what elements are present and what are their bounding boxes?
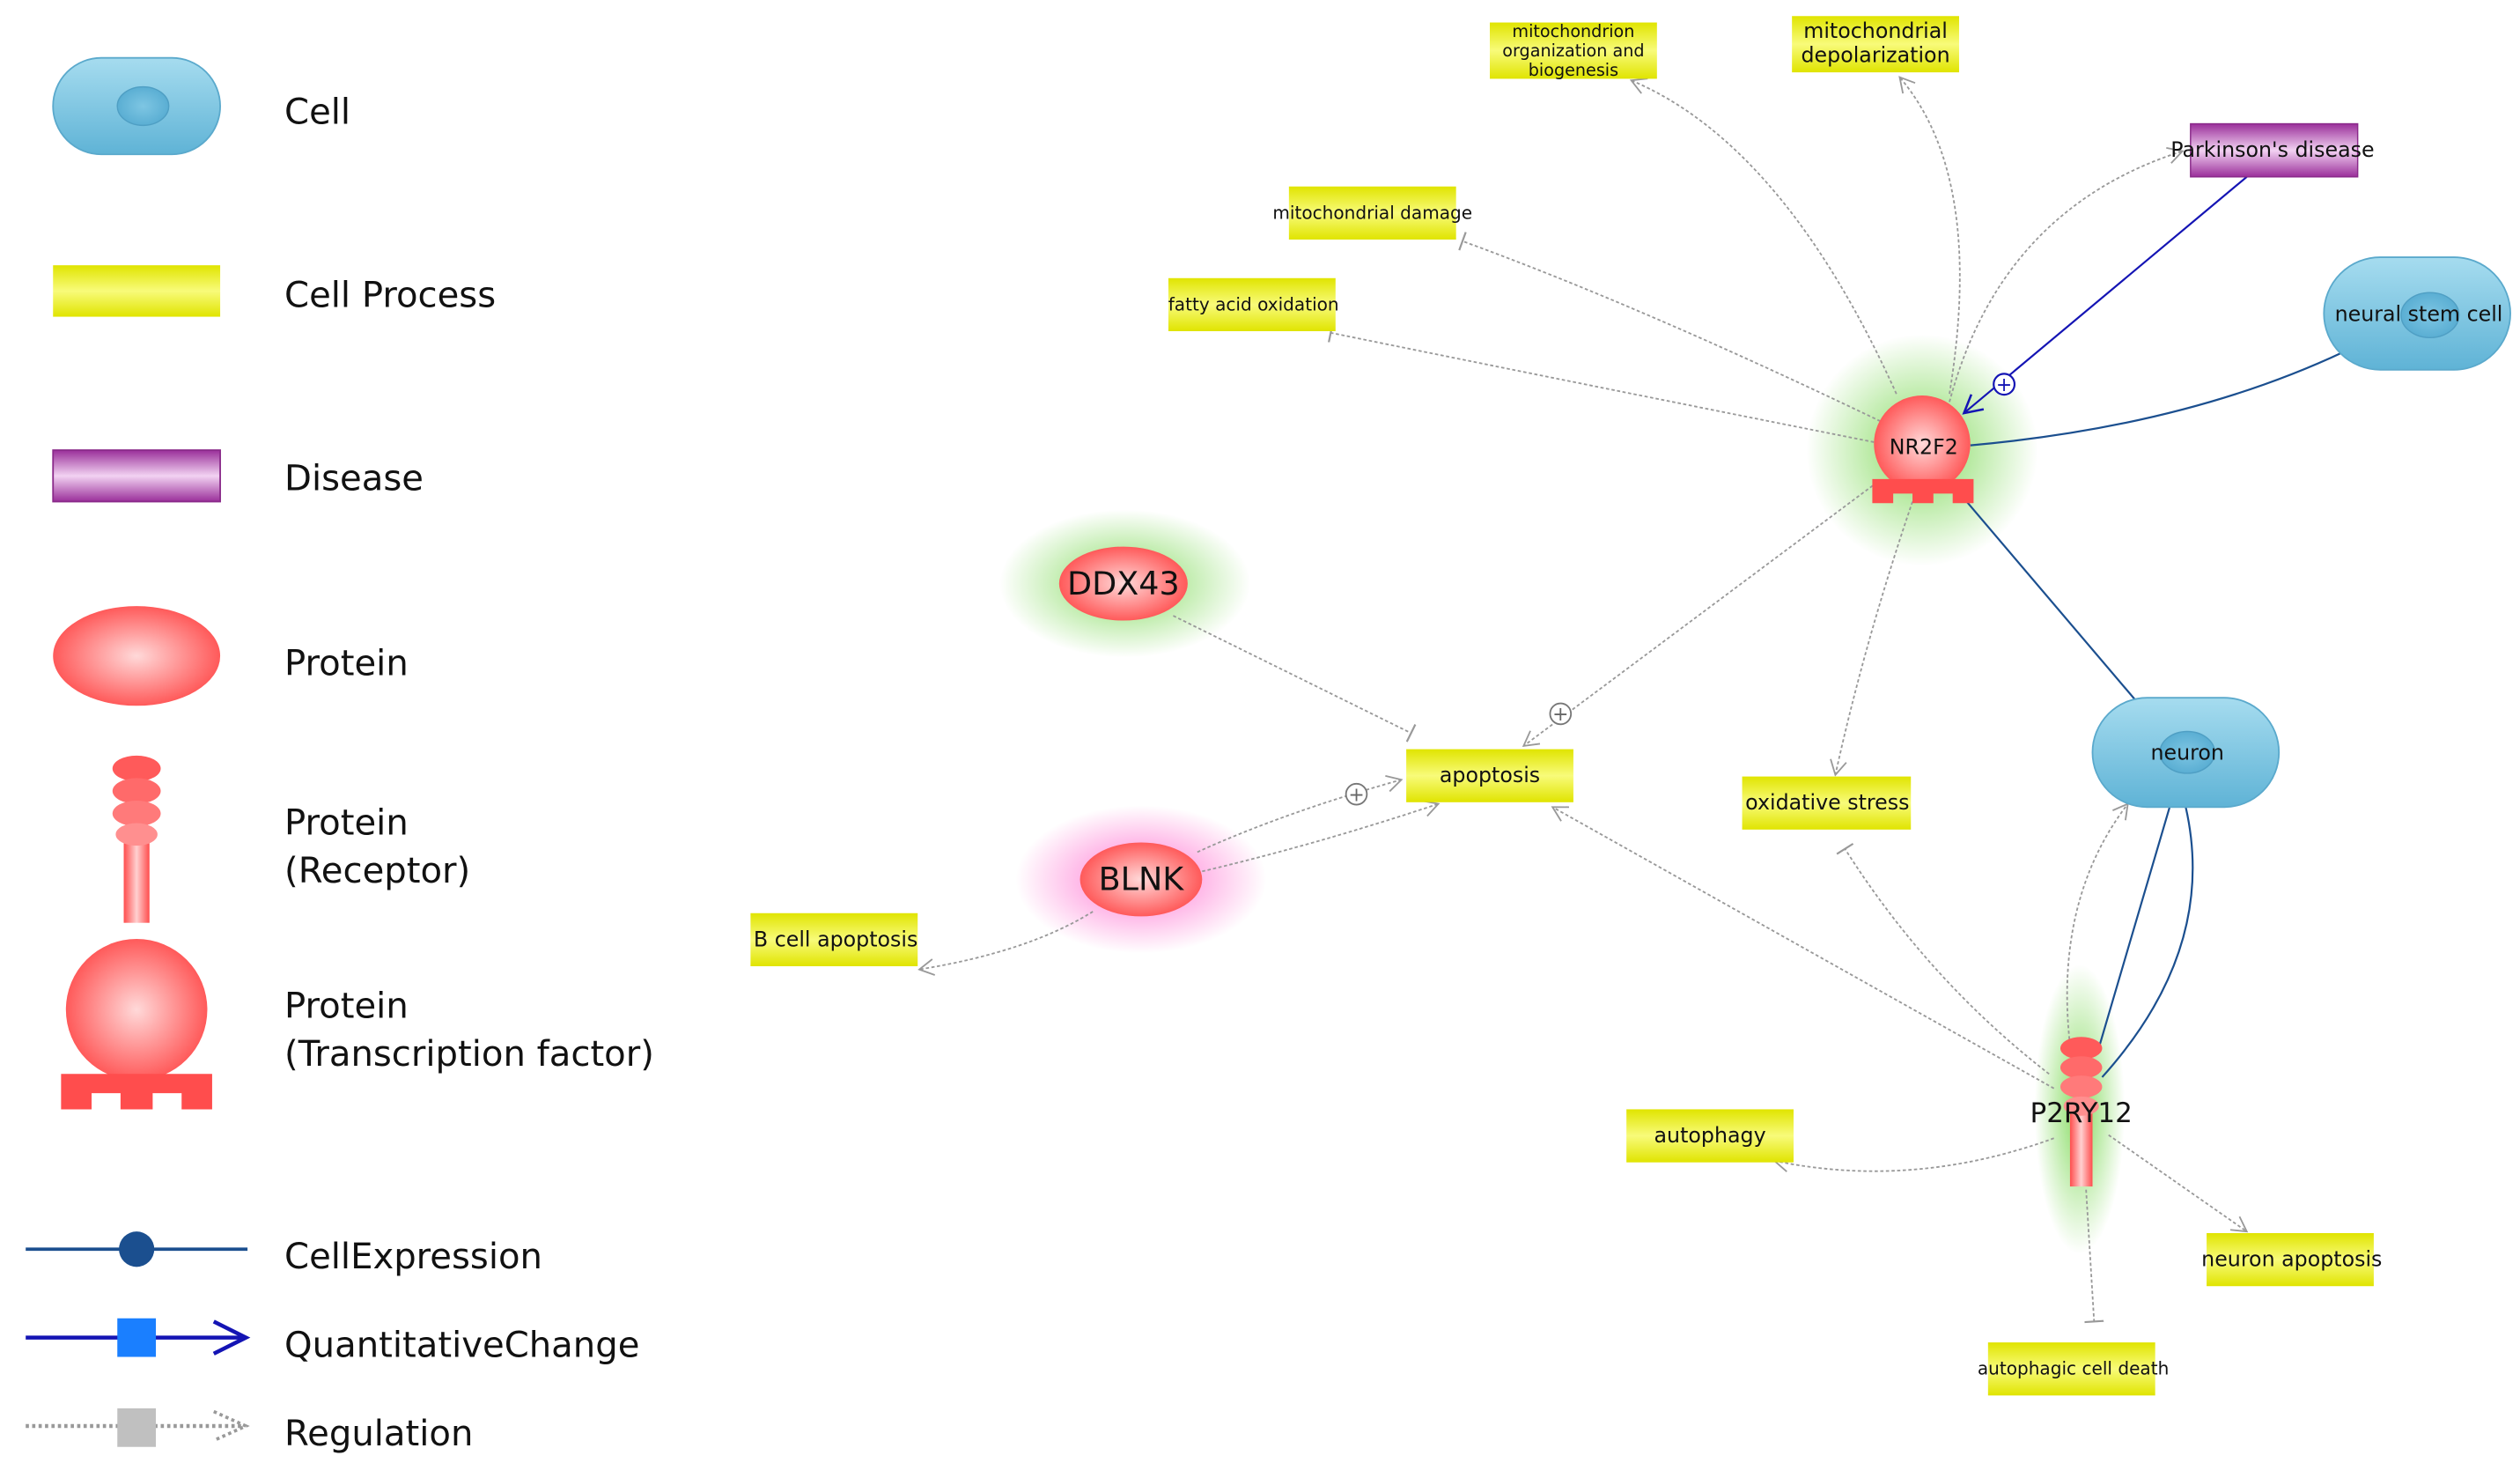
node-fatty-acid-oxidation[interactable]: fatty acid oxidation xyxy=(1168,277,1339,332)
legend-quantitative-change-icon xyxy=(26,1318,251,1357)
legend-regulation-label: Regulation xyxy=(284,1414,473,1454)
edge-nr2f2-parkinsons[interactable] xyxy=(1949,146,2185,403)
edge-p2ry12-apoptosis[interactable] xyxy=(1551,806,2055,1090)
legend-cell-label: Cell xyxy=(284,92,350,133)
legend-cell-expression-label: CellExpression xyxy=(284,1237,542,1277)
edge-nr2f2-neuron[interactable] xyxy=(1963,498,2139,704)
plus-mark-parkinsons: + xyxy=(1993,373,2016,396)
legend-cell-process-label: Cell Process xyxy=(284,276,496,316)
svg-text:DDX43: DDX43 xyxy=(1067,565,1180,602)
edge-p2ry12-autophagy[interactable] xyxy=(1772,1137,2054,1172)
node-autophagic-cell-death[interactable]: autophagic cell death xyxy=(1978,1342,2169,1396)
svg-text:P2RY12: P2RY12 xyxy=(2030,1097,2132,1129)
edge-p2ry12-neuron-reg[interactable] xyxy=(2066,802,2129,1046)
node-ddx43[interactable]: DDX43 xyxy=(1058,546,1188,621)
edge-p2ry12-neuron-2[interactable] xyxy=(2101,807,2194,1078)
svg-text:mitochondrion: mitochondrion xyxy=(1512,21,1634,41)
edge-nr2f2-mito-damage[interactable] xyxy=(1458,232,1881,423)
svg-text:mitochondrial damage: mitochondrial damage xyxy=(1272,202,1472,223)
legend-cell-icon xyxy=(52,56,221,156)
edge-p2ry12-autophagic-death[interactable] xyxy=(2084,1189,2104,1324)
legend-tf-label-1: Protein xyxy=(284,986,409,1026)
svg-text:apoptosis: apoptosis xyxy=(1440,763,1540,787)
legend-disease-icon xyxy=(52,449,221,503)
edge-ddx43-apoptosis[interactable] xyxy=(1173,615,1417,743)
svg-text:+: + xyxy=(1996,374,2012,396)
legend-cell-process-icon xyxy=(53,265,221,317)
edge-nr2f2-apoptosis[interactable] xyxy=(1522,481,1878,748)
edge-nr2f2-mito-organization[interactable] xyxy=(1629,78,1897,395)
node-blnk[interactable]: BLNK xyxy=(1079,842,1203,917)
edge-blnk-b-cell-apoptosis[interactable] xyxy=(917,911,1094,976)
node-neuron[interactable]: neuron xyxy=(2091,697,2281,809)
node-neuron-apoptosis[interactable]: neuron apoptosis xyxy=(2201,1232,2382,1287)
svg-text:depolarization: depolarization xyxy=(1802,42,1950,67)
svg-text:oxidative stress: oxidative stress xyxy=(1745,790,1909,815)
svg-text:autophagy: autophagy xyxy=(1654,1123,1766,1148)
node-mito-damage[interactable]: mitochondrial damage xyxy=(1272,186,1472,240)
node-p2ry12[interactable]: P2RY12 xyxy=(2030,1037,2133,1187)
legend: Cell Cell Process Disease Protein Protei… xyxy=(26,56,654,1454)
svg-text:fatty acid oxidation: fatty acid oxidation xyxy=(1168,293,1339,314)
edge-nr2f2-oxidative-stress[interactable] xyxy=(1830,501,1913,777)
legend-receptor-icon xyxy=(112,755,161,923)
svg-text:autophagic cell death: autophagic cell death xyxy=(1978,1358,2169,1379)
edge-p2ry12-neuron-1[interactable] xyxy=(2096,806,2171,1053)
node-oxidative-stress[interactable]: oxidative stress xyxy=(1742,776,1912,830)
svg-text:Parkinson's disease: Parkinson's disease xyxy=(2170,137,2374,162)
edges xyxy=(917,76,2344,1324)
svg-text:+: + xyxy=(1552,704,1568,726)
legend-transcription-factor-icon xyxy=(61,938,212,1110)
node-nr2f2[interactable]: NR2F2 xyxy=(1872,395,1974,504)
node-b-cell-apoptosis[interactable]: B cell apoptosis xyxy=(750,913,917,966)
svg-text:BLNK: BLNK xyxy=(1099,861,1185,898)
legend-disease-label: Disease xyxy=(284,459,424,499)
svg-text:neural stem cell: neural stem cell xyxy=(2335,301,2503,326)
edge-nr2f2-fatty-acid[interactable] xyxy=(1328,322,1875,443)
svg-text:neuron apoptosis: neuron apoptosis xyxy=(2201,1247,2382,1272)
legend-protein-icon xyxy=(53,606,221,706)
edge-nr2f2-mito-depolarization[interactable] xyxy=(1898,76,1961,395)
legend-receptor-label-2: (Receptor) xyxy=(284,851,470,891)
legend-regulation-icon xyxy=(26,1408,250,1447)
node-apoptosis[interactable]: apoptosis xyxy=(1406,749,1573,802)
svg-text:B cell apoptosis: B cell apoptosis xyxy=(754,927,917,951)
svg-text:NR2F2: NR2F2 xyxy=(1890,435,1958,460)
svg-text:mitochondrial: mitochondrial xyxy=(1803,18,1948,43)
node-mito-depolarization[interactable]: mitochondrial depolarization xyxy=(1792,16,1959,73)
edge-parkinsons-nr2f2[interactable] xyxy=(1962,175,2248,415)
svg-text:organization and: organization and xyxy=(1502,41,1644,61)
edge-blnk-apoptosis-2[interactable] xyxy=(1202,800,1441,873)
legend-cell-expression-icon xyxy=(26,1231,248,1267)
svg-text:biogenesis: biogenesis xyxy=(1529,60,1618,80)
node-mito-organization[interactable]: mitochondrion organization and biogenesi… xyxy=(1490,21,1657,80)
svg-text:neuron: neuron xyxy=(2150,741,2223,765)
legend-protein-label: Protein xyxy=(284,644,409,684)
plus-mark-blnk-apoptosis: + xyxy=(1345,782,1368,807)
legend-receptor-label-1: Protein xyxy=(284,802,409,843)
legend-tf-label-2: (Transcription factor) xyxy=(284,1034,654,1075)
node-neural-stem-cell[interactable]: neural stem cell xyxy=(2323,256,2511,371)
edge-p2ry12-oxidative-stress[interactable] xyxy=(1836,842,2050,1075)
edge-blnk-apoptosis-1[interactable] xyxy=(1197,774,1404,853)
plus-mark-nr2f2-apoptosis: + xyxy=(1549,702,1573,726)
edge-p2ry12-neuron-apoptosis[interactable] xyxy=(2108,1134,2249,1233)
edge-nr2f2-neural-stem-cell[interactable] xyxy=(1970,351,2344,447)
legend-quantitative-change-label: QuantitativeChange xyxy=(284,1326,639,1366)
node-autophagy[interactable]: autophagy xyxy=(1626,1109,1794,1163)
svg-text:+: + xyxy=(1348,785,1364,807)
node-parkinsons-disease[interactable]: Parkinson's disease xyxy=(2170,122,2375,178)
